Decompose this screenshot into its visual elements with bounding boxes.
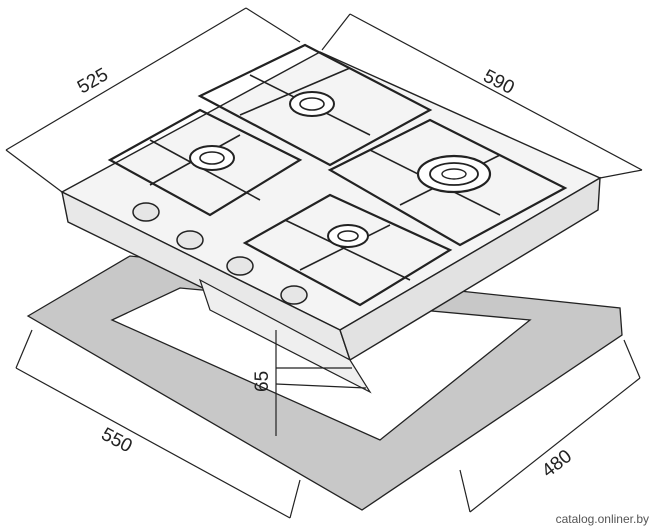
knob-3 <box>226 256 254 276</box>
dimension-label-cutout-depth: 480 <box>538 446 576 482</box>
hob-side-face <box>339 176 601 362</box>
knob-4 <box>280 285 308 305</box>
hob-underbody <box>198 278 372 394</box>
burner-left <box>189 145 235 171</box>
dimension-label-cutout-width: 550 <box>98 424 136 457</box>
dimension-line-590 <box>321 13 643 179</box>
control-knobs <box>132 202 308 305</box>
dimension-label-height: 65 <box>252 371 273 392</box>
dimension-line-480 <box>459 339 641 513</box>
dimension-label-depth: 525 <box>74 64 112 98</box>
burner-wok <box>416 154 492 194</box>
cutout-seal-frame <box>26 255 623 511</box>
watermark-text: catalog.onliner.by <box>555 512 649 526</box>
knob-1 <box>132 202 160 222</box>
dimension-line-525 <box>5 7 301 193</box>
burner-rear <box>289 91 335 117</box>
dimension-line-65 <box>275 330 367 436</box>
dimension-line-550 <box>15 329 301 519</box>
knob-2 <box>176 230 204 250</box>
burner-front <box>327 224 369 248</box>
dimension-label-width: 590 <box>480 66 518 99</box>
